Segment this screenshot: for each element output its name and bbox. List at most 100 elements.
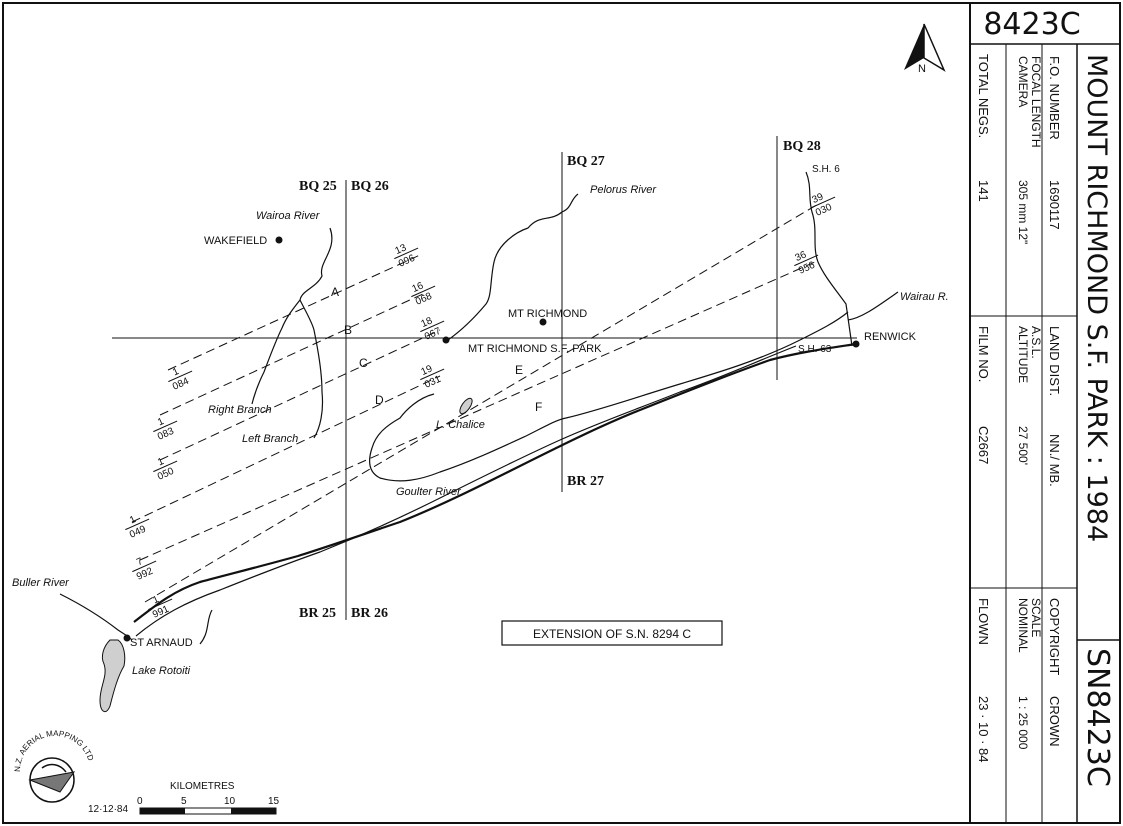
nominal-label: NOMINAL — [1016, 598, 1030, 653]
date-stamp: 12·12·84 — [88, 804, 128, 815]
sheet-label-br27: BR 27 — [567, 474, 604, 489]
sheet-title: MOUNT RICHMOND S.F. PARK : 1984 — [1081, 54, 1112, 542]
camera-label: CAMERA — [1016, 56, 1030, 107]
mt-richmond-marker — [539, 318, 547, 326]
logo-text: N.Z. AERIAL MAPPING LTD — [13, 729, 96, 772]
feature-wairoa: Wairoa River — [256, 210, 321, 222]
land-value: NN./ MB. — [1047, 434, 1062, 487]
wakefield-marker — [275, 236, 283, 244]
lake-rotoiti — [99, 639, 126, 713]
run-start-frame: 050 — [156, 466, 176, 483]
focal-label: FOCAL LENGTH — [1029, 56, 1043, 148]
scale-tick-15: 15 — [268, 796, 280, 807]
run-letter-f: F — [535, 400, 542, 414]
asl-label: A.S.L. — [1029, 326, 1043, 359]
road-sh63: S.H. 63 — [798, 344, 832, 355]
run-letter-b: B — [344, 323, 352, 337]
scale-bar: KILOMETRES 0 5 10 15 — [137, 781, 280, 815]
feature-right-branch: Right Branch — [208, 404, 272, 416]
altitude-value: 27 500' — [1016, 426, 1030, 465]
sheet-id-top: 8423C — [983, 7, 1080, 42]
run-start-frame: 083 — [156, 426, 176, 443]
focal-value: 305 mm 12" — [1016, 180, 1030, 244]
run-start-number: 1 — [156, 456, 166, 468]
copyright-value: CROWN — [1047, 696, 1062, 747]
flight-run-lines — [131, 202, 821, 603]
lake-chalice — [459, 397, 473, 415]
run-end-b: 16 068 — [411, 280, 436, 308]
feature-buller: Buller River — [12, 577, 70, 589]
sheet-id-side: SN8423C — [1080, 648, 1115, 787]
place-park: MT RICHMOND S.F. PARK — [468, 343, 602, 355]
run-start-a: 1 084 — [168, 366, 193, 393]
land-label: LAND DIST. — [1047, 326, 1062, 396]
run-start-number: 1 — [128, 514, 138, 526]
copyright-label: COPYRIGHT — [1047, 598, 1062, 675]
run-end-number: 16 — [411, 280, 426, 295]
fo-label: F.O. NUMBER — [1047, 56, 1062, 140]
st-arnaud-marker — [123, 634, 131, 642]
scale-tick-10: 10 — [224, 796, 236, 807]
altitude-label: ALTITUDE — [1016, 326, 1030, 383]
place-renwick: RENWICK — [864, 331, 917, 343]
negs-label: TOTAL NEGS. — [976, 54, 991, 138]
run-end-number: 19 — [420, 363, 435, 378]
feature-left-branch: Left Branch — [242, 433, 298, 445]
north-label: N — [918, 63, 926, 75]
feature-goulter: Goulter River — [396, 486, 462, 498]
run-letter-d: D — [375, 393, 384, 407]
sheet-grid — [112, 136, 857, 620]
place-st-arnaud: ST ARNAUD — [130, 637, 193, 649]
run-start-c: 1 050 — [153, 456, 178, 483]
extension-note-box — [501, 620, 723, 646]
feature-wairau: Wairau R. — [900, 291, 949, 303]
run-end-number: 18 — [420, 315, 435, 330]
road-sh6: S.H. 6 — [812, 164, 840, 175]
sheet-label-bq25: BQ 25 — [299, 179, 337, 194]
info-panel: 8423C MOUNT RICHMOND S.F. PARK : 1984 SN… — [969, 3, 1120, 823]
scale-value: 1 : 25 000 — [1016, 696, 1030, 750]
feature-pelorus: Pelorus River — [590, 184, 657, 196]
film-label: FILM NO. — [976, 326, 991, 382]
extension-note: EXTENSION OF S.N. 8294 C — [533, 627, 691, 641]
run-end-number: 36 — [794, 249, 809, 264]
renwick-marker — [852, 340, 860, 348]
run-start-number: 7 — [135, 556, 145, 568]
scale-tick-0: 0 — [137, 796, 143, 807]
run-end-number: 13 — [394, 242, 409, 257]
flown-label: FLOWN — [976, 598, 991, 645]
north-arrow-icon: N — [904, 23, 946, 75]
aerial-mapping-logo: N.Z. AERIAL MAPPING LTD — [13, 729, 96, 803]
run-end-number: 39 — [811, 191, 826, 206]
place-wakefield: WAKEFIELD — [204, 235, 267, 247]
sheet-label-bq26: BQ 26 — [351, 179, 389, 194]
run-start-number: 1 — [171, 366, 181, 378]
run-letter-a: A — [331, 285, 339, 299]
run-start-e: 7 992 — [132, 556, 157, 583]
feature-chalice: L. Chalice — [436, 419, 485, 431]
run-start-frame: 049 — [128, 524, 148, 541]
film-value: C2667 — [976, 426, 991, 464]
sheet-label-br25: BR 25 — [299, 606, 336, 621]
svg-text:N.Z. AERIAL MAPPING LTD: N.Z. AERIAL MAPPING LTD — [13, 729, 96, 772]
fo-value: 1690117 — [1047, 180, 1062, 230]
sheet-label-br26: BR 26 — [351, 606, 388, 621]
sheet-label-bq28: BQ 28 — [783, 139, 821, 154]
place-mt-richmond: MT RICHMOND — [508, 308, 587, 320]
park-marker — [442, 336, 450, 344]
run-letter-e: E — [515, 363, 523, 377]
scale-label: SCALE — [1029, 598, 1043, 637]
feature-rotoiti: Lake Rotoiti — [132, 665, 191, 677]
sheet-label-bq27: BQ 27 — [567, 154, 605, 169]
flown-value: 23 · 10 · 84 — [976, 696, 991, 763]
waterways — [59, 171, 899, 645]
run-end-d: 19 031 — [420, 363, 445, 391]
run-end-a: 13 096 — [394, 242, 419, 270]
run-letter-c: C — [359, 356, 368, 370]
run-start-number: 1 — [156, 416, 166, 428]
run-start-frame: 992 — [135, 566, 155, 583]
scale-tick-5: 5 — [181, 796, 187, 807]
negs-value: 141 — [976, 180, 991, 202]
